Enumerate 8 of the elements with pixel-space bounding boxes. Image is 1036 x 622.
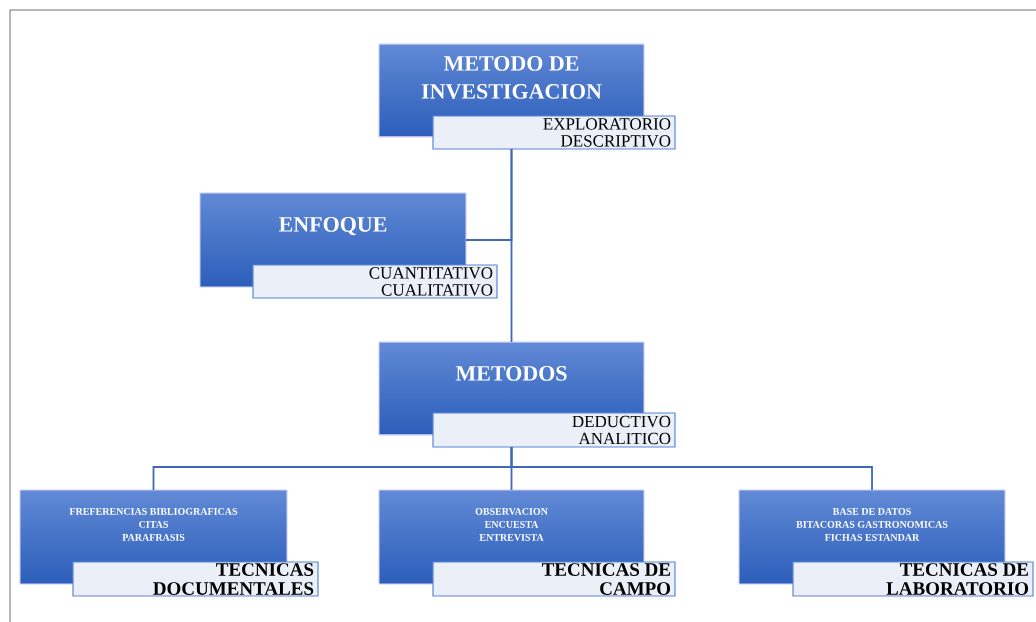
label-box: TECNICAS DE LABORATORIO <box>792 561 1034 597</box>
label-box: TECNICAS DOCUMENTALES <box>72 561 319 597</box>
connector-line <box>510 446 873 491</box>
connector-line <box>510 148 513 343</box>
label-box: DEDUCTIVO ANALITICO <box>432 412 676 448</box>
label-box: TECNICAS DE CAMPO <box>432 561 676 597</box>
label-box: CUANTITATIVO CUALITATIVO <box>252 264 498 299</box>
label-box: EXPLORATORIO DESCRIPTIVO <box>432 115 676 150</box>
